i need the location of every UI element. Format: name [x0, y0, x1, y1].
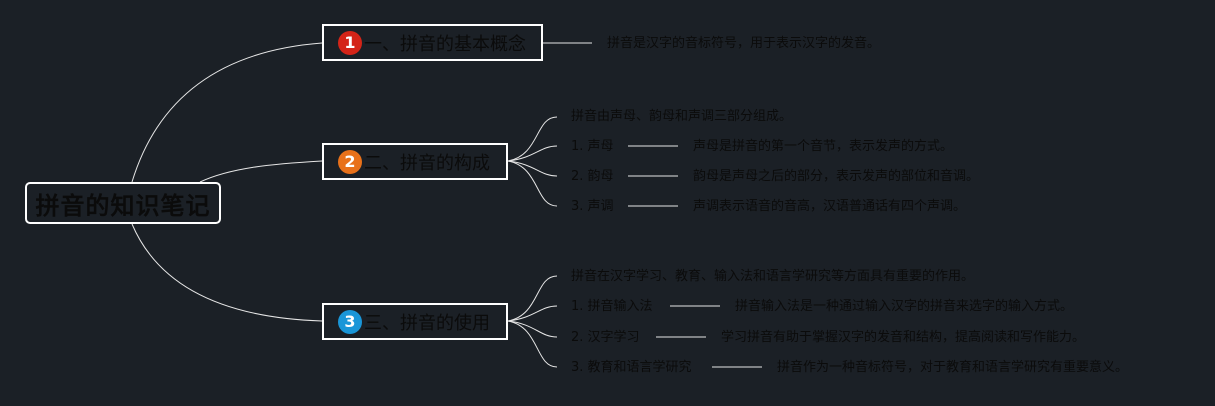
connector-root-branch-2	[199, 160, 323, 183]
branch-1-summary: 拼音是汉字的音标符号，用于表示汉字的发音。	[607, 36, 881, 51]
branch-3-item-1-desc: 拼音输入法是一种通过输入汉字的拼音来选字的输入方式。	[735, 299, 1074, 314]
branch-3-node[interactable]: 3 三、拼音的使用	[322, 303, 508, 340]
connector-root-branch-3	[131, 223, 323, 322]
number-badge-1: 1	[338, 30, 362, 55]
branch-3-summary: 拼音在汉字学习、教育、输入法和语言学研究等方面具有重要的作用。	[571, 269, 975, 284]
branch-2-item-1-desc: 声母是拼音的第一个音节，表示发声的方式。	[693, 139, 954, 154]
root-label: 拼音的知识笔记	[35, 191, 211, 220]
branch-2-item-2-desc: 韵母是声母之后的部分，表示发声的部位和音调。	[693, 169, 980, 184]
branch-1-node[interactable]: 1 一、拼音的基本概念	[322, 24, 543, 61]
branch-2-item-3-desc: 声调表示语音的音高，汉语普通话有四个声调。	[693, 199, 967, 214]
root-node[interactable]: 拼音的知识笔记	[25, 182, 221, 224]
connector-branch-2-fan	[507, 116, 558, 162]
branch-2-summary: 拼音由声母、韵母和声调三部分组成。	[571, 109, 793, 124]
branch-3-item-3-term: 3. 教育和语言学研究	[571, 360, 692, 375]
branch-3-item-1-term: 1. 拼音输入法	[571, 299, 653, 314]
branch-2-item-3-term: 3. 声调	[571, 199, 614, 214]
branch-3-item-2-term: 2. 汉字学习	[571, 330, 640, 345]
branch-2-item-1-term: 1. 声母	[571, 139, 614, 154]
connector-root-branch-1	[131, 42, 323, 183]
branch-3-item-2-desc: 学习拼音有助于掌握汉字的发音和结构，提高阅读和写作能力。	[721, 330, 1086, 345]
branch-2-item-2-term: 2. 韵母	[571, 169, 614, 184]
number-badge-2: 2	[338, 149, 362, 174]
number-badge-3: 3	[338, 309, 362, 334]
connector-branch-3-fan	[507, 275, 558, 322]
branch-2-label: 二、拼音的构成	[364, 152, 490, 174]
branch-3-label: 三、拼音的使用	[364, 312, 490, 334]
branch-3-item-3-desc: 拼音作为一种音标符号，对于教育和语言学研究有重要意义。	[777, 360, 1129, 375]
branch-1-label: 一、拼音的基本概念	[364, 33, 526, 55]
branch-2-node[interactable]: 2 二、拼音的构成	[322, 143, 508, 180]
